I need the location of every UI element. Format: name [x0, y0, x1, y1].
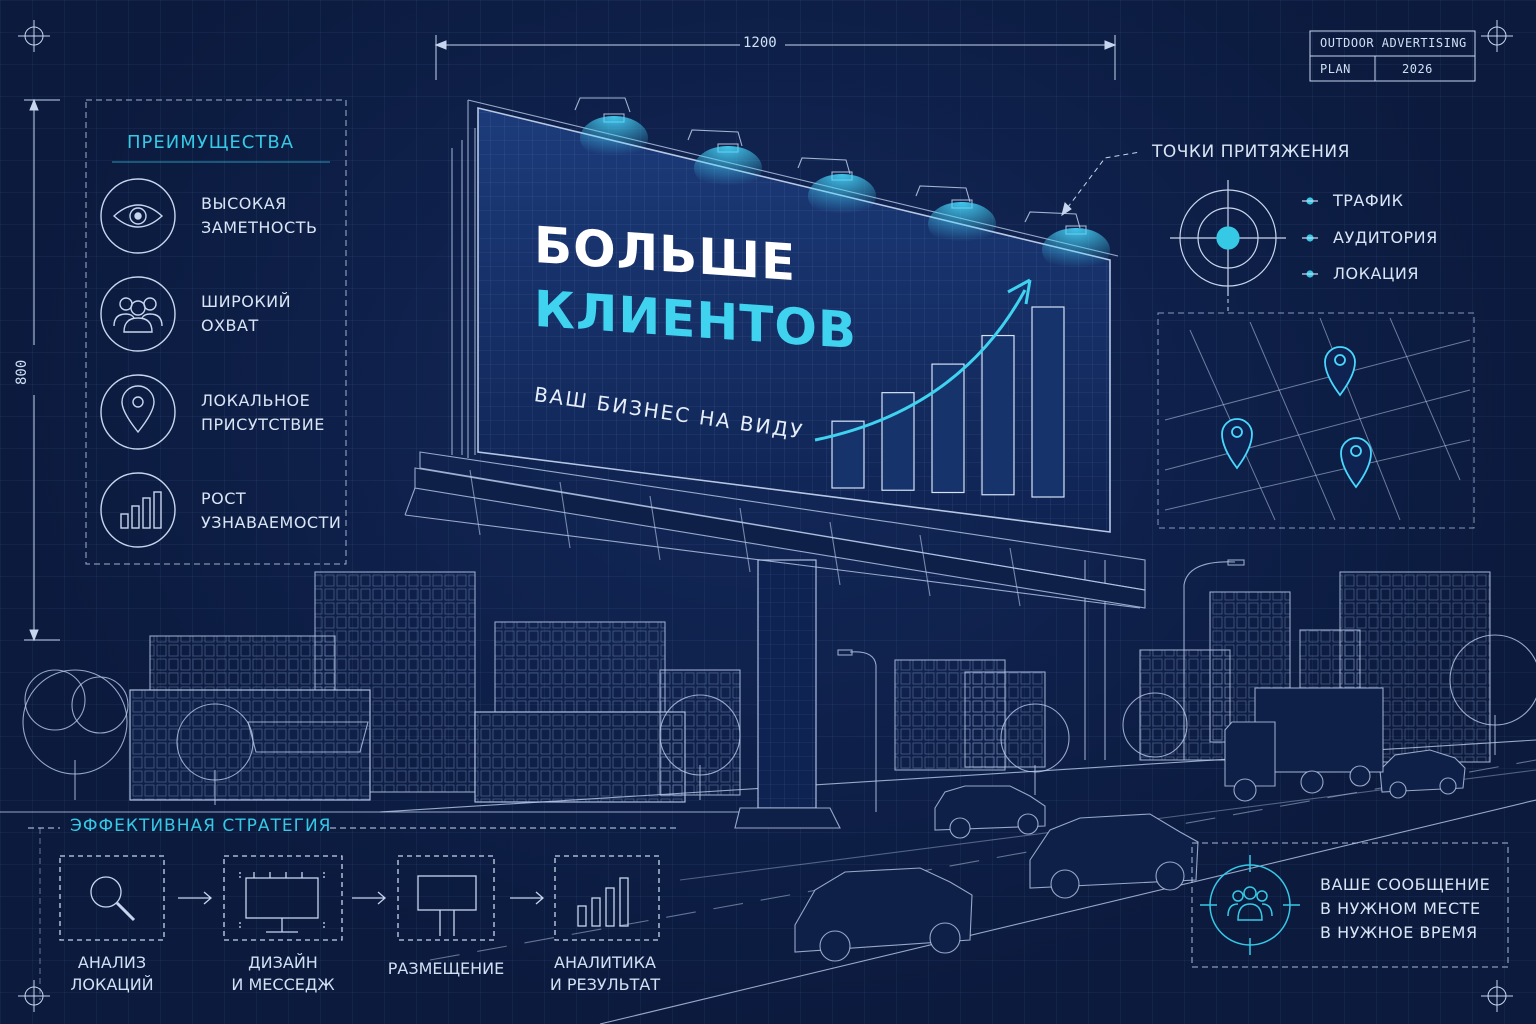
crosshair-icon [1481, 980, 1513, 1012]
crosshair-icon [18, 20, 50, 52]
location-pin-icon [121, 385, 155, 434]
step-4-line2: И РЕЗУЛЬТАТ [549, 975, 661, 994]
advantage-3-line1: ЛОКАЛЬНОЕ [201, 391, 311, 410]
eye-icon [112, 204, 164, 228]
advantage-2-line1: ШИРОКИЙ [201, 292, 292, 311]
step-3-line1: РАЗМЕЩЕНИЕ [387, 959, 505, 978]
width-dimension-label: 1200 [743, 35, 777, 51]
step-2-line2: И МЕССЕДЖ [231, 975, 335, 994]
crosshair-icon [18, 980, 50, 1012]
title-block-plan-label: PLAN [1320, 62, 1351, 76]
arrow-head-icon [1007, 278, 1032, 305]
step-4-line1: АНАЛИТИКА [554, 953, 656, 972]
message-line1: ВАШЕ СООБЩЕНИЕ [1320, 875, 1491, 894]
step-2-label: ДИЗАЙН И МЕССЕДЖ [208, 952, 358, 996]
title-block-year: 2026 [1402, 62, 1433, 76]
growth-arrow [814, 289, 1027, 442]
step-2-line1: ДИЗАЙН [248, 953, 318, 972]
attraction-item-location: ЛОКАЦИЯ [1333, 264, 1419, 283]
people-icon [113, 297, 163, 333]
message-line2: В НУЖНОМ МЕСТЕ [1320, 899, 1481, 918]
advantage-2-line2: ОХВАТ [201, 316, 259, 335]
growth-bar [881, 392, 915, 491]
step-1-line1: АНАЛИЗ [77, 953, 147, 972]
growth-bar [931, 363, 965, 494]
bar-chart-icon [120, 491, 162, 529]
location-pin-icon [1340, 437, 1372, 489]
location-pin-icon [1324, 346, 1356, 397]
location-pin-icon [1221, 418, 1253, 470]
title-block-name: OUTDOOR ADVERTISING [1320, 36, 1467, 50]
step-1-label: АНАЛИЗ ЛОКАЦИЙ [37, 952, 187, 996]
attraction-item-traffic: ТРАФИК [1333, 191, 1404, 210]
advantage-3-line2: ПРИСУТСТВИЕ [201, 415, 325, 434]
crosshair-icon [1481, 20, 1513, 52]
growth-bar [981, 334, 1015, 496]
growth-bar [1031, 306, 1065, 498]
growth-bar [831, 420, 865, 489]
step-4-label: АНАЛИТИКА И РЕЗУЛЬТАТ [530, 952, 680, 996]
attraction-item-audience: АУДИТОРИЯ [1333, 228, 1438, 247]
step-1-line2: ЛОКАЦИЙ [70, 975, 154, 994]
attraction-heading: ТОЧКИ ПРИТЯЖЕНИЯ [1152, 142, 1350, 162]
advantage-4-line1: РОСТ [201, 489, 247, 508]
width-dimension-line [434, 35, 1117, 80]
advantage-4-line2: УЗНАВАЕМОСТИ [201, 513, 342, 532]
advantage-1-line1: ВЫСОКАЯ [201, 194, 287, 213]
billboard-design-icon [239, 870, 325, 933]
advantages-heading: ПРЕИМУЩЕСТВА [127, 132, 295, 153]
advantage-1-line2: ЗАМЕТНОСТЬ [201, 218, 318, 237]
height-dimension-line [24, 98, 60, 642]
bar-chart-icon [577, 877, 629, 927]
magnifier-icon [90, 876, 136, 922]
message-line3: В НУЖНОЕ ВРЕМЯ [1320, 923, 1478, 942]
step-3-label: РАЗМЕЩЕНИЕ [371, 958, 521, 980]
billboard-icon [417, 875, 477, 936]
strategy-heading: ЭФФЕКТИВНАЯ СТРАТЕГИЯ [70, 816, 332, 836]
